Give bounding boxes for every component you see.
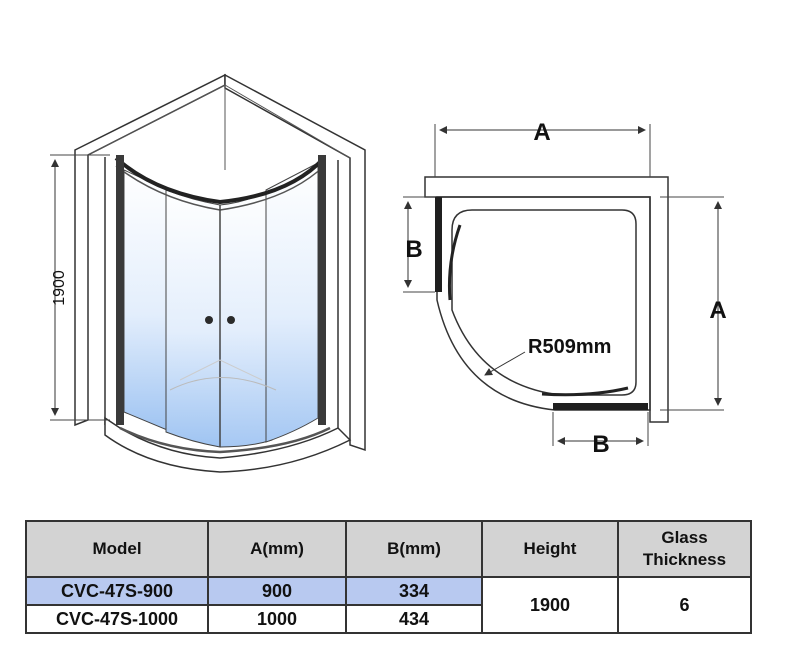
row-a: 900: [207, 576, 347, 606]
header-a: A(mm): [207, 520, 347, 578]
shower-enclosure-drawing: 1900 R509mm A A B: [50, 73, 727, 473]
row-model: CVC-47S-1000: [25, 604, 209, 634]
side-dimension-label: A: [709, 297, 726, 324]
plan-left-fixed-panel: [435, 197, 442, 292]
glass-left-fixed: [123, 169, 173, 433]
glass-right-fixed: [265, 162, 319, 443]
row-model: CVC-47S-900: [25, 576, 209, 606]
row-b: 334: [345, 576, 483, 606]
radius-label: R509mm: [528, 336, 611, 358]
bottom-dimension-label: B: [592, 431, 609, 458]
plan-bottom-fixed-panel: [553, 403, 648, 410]
glass-thickness-value: 6: [617, 576, 752, 634]
header-model: Model: [25, 520, 209, 578]
row-b: 434: [345, 604, 483, 634]
plan-tray-outline: [436, 196, 651, 411]
height-label: 1900: [51, 270, 68, 306]
top-dimension-label: A: [533, 119, 550, 146]
top-rail: [114, 156, 326, 205]
perspective-view: 1900: [50, 73, 366, 473]
radius-leader: [484, 351, 526, 376]
header-b: B(mm): [345, 520, 483, 578]
row-a: 1000: [207, 604, 347, 634]
height-value: 1900: [481, 576, 619, 634]
header-height: Height: [481, 520, 619, 578]
table-row: CVC-47S-900 900 334 1900 6: [25, 576, 752, 634]
glass-right-door: [219, 187, 273, 448]
plan-view: R509mm A A B B: [403, 119, 727, 458]
plan-basin: [451, 209, 637, 396]
left-handle: [205, 316, 213, 324]
table-header-row: Model A(mm) B(mm) Height Glass Thickness: [25, 520, 752, 578]
header-glass-thickness: Glass Thickness: [617, 520, 752, 578]
right-handle: [227, 316, 235, 324]
plan-wall-outline: [424, 176, 669, 423]
left-dimension-label: B: [405, 236, 422, 263]
table-row: CVC-47S-1000 1000 434: [25, 604, 751, 634]
specification-table: Model A(mm) B(mm) Height Glass Thickness…: [25, 520, 752, 634]
shower-tray: [104, 416, 352, 473]
